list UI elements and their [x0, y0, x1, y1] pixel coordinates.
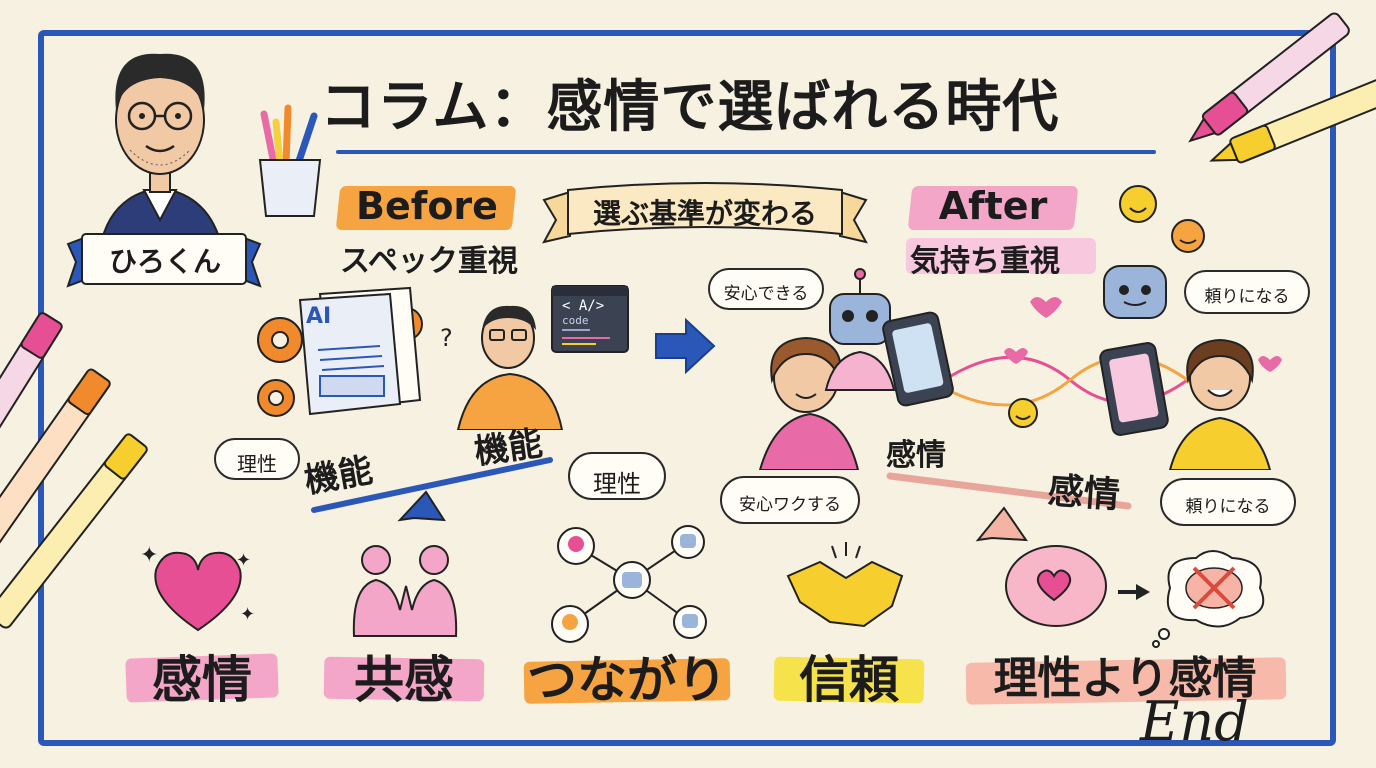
after-seesaw-left: 感情 [886, 438, 946, 473]
after-bubble-tayori-bottom: 頼りになる [1160, 478, 1296, 526]
pencil-cup-icon [258, 104, 322, 217]
svg-text:✦: ✦ [140, 543, 158, 568]
after-label: After [938, 184, 1048, 228]
page-frame [38, 30, 1336, 746]
after-seesaw-right: 感情 [1046, 470, 1122, 517]
after-seesaw [886, 472, 1132, 542]
keyword-5-label: 理性より感情 [993, 653, 1257, 704]
keyword-2-label: 共感 [354, 651, 454, 709]
after-subtitle: 気持ち重視 [910, 244, 1060, 279]
svg-text:✦: ✦ [240, 604, 255, 625]
after-bubble-anshin: 安心できる [708, 268, 824, 310]
heart-icon: ✦ ✦ ✦ [140, 543, 255, 632]
svg-text:?: ? [440, 324, 453, 352]
keyword-1-label: 感情 [152, 651, 252, 709]
after-bubble-tayori-top: 頼りになる [1184, 270, 1310, 314]
empathy-people-icon [352, 545, 458, 637]
center-ribbon [542, 182, 868, 244]
svg-text:✦: ✦ [236, 550, 251, 571]
after-subtitle-highlight [906, 238, 1096, 274]
before-bubble-left: 理性 [214, 438, 300, 480]
code-window-sub: code [562, 314, 589, 327]
before-seesaw-right: 機能 [472, 423, 545, 473]
network-connection-icon [551, 525, 707, 643]
before-after-arrow-icon [655, 317, 716, 375]
end-signature: End [1140, 690, 1249, 753]
document-ai-label: AI [306, 304, 332, 329]
center-banner-text: 選ぶ基準が変わる [592, 197, 817, 230]
smiley-icons [1119, 185, 1205, 253]
before-illustration: ? [257, 285, 629, 430]
before-label: Before [356, 184, 498, 228]
markers-top-right-illustration [1188, 12, 1376, 164]
after-illustration [758, 265, 1282, 470]
handshake-icon [786, 542, 904, 628]
before-bubble-right: 理性 [568, 452, 666, 500]
author-portrait-illustration [98, 53, 224, 249]
code-window-tag: < A/> [562, 298, 605, 314]
author-name: ひろくん [108, 245, 221, 278]
title-underline [336, 150, 1156, 154]
keyword-3-label: つながり [527, 651, 727, 709]
before-subtitle: スペック重視 [340, 244, 518, 279]
after-bubble-anshin-waku: 安心ワクする [720, 476, 860, 524]
markers-left-illustration [0, 312, 148, 629]
page-title: コラム：感情で選ばれる時代 [320, 75, 1060, 140]
before-seesaw [311, 457, 553, 522]
brain-comparison-icon [1005, 545, 1265, 648]
author-name-ribbon [66, 233, 262, 288]
smiley-small-icon [1008, 398, 1038, 428]
keyword-4-label: 信頼 [799, 651, 899, 709]
